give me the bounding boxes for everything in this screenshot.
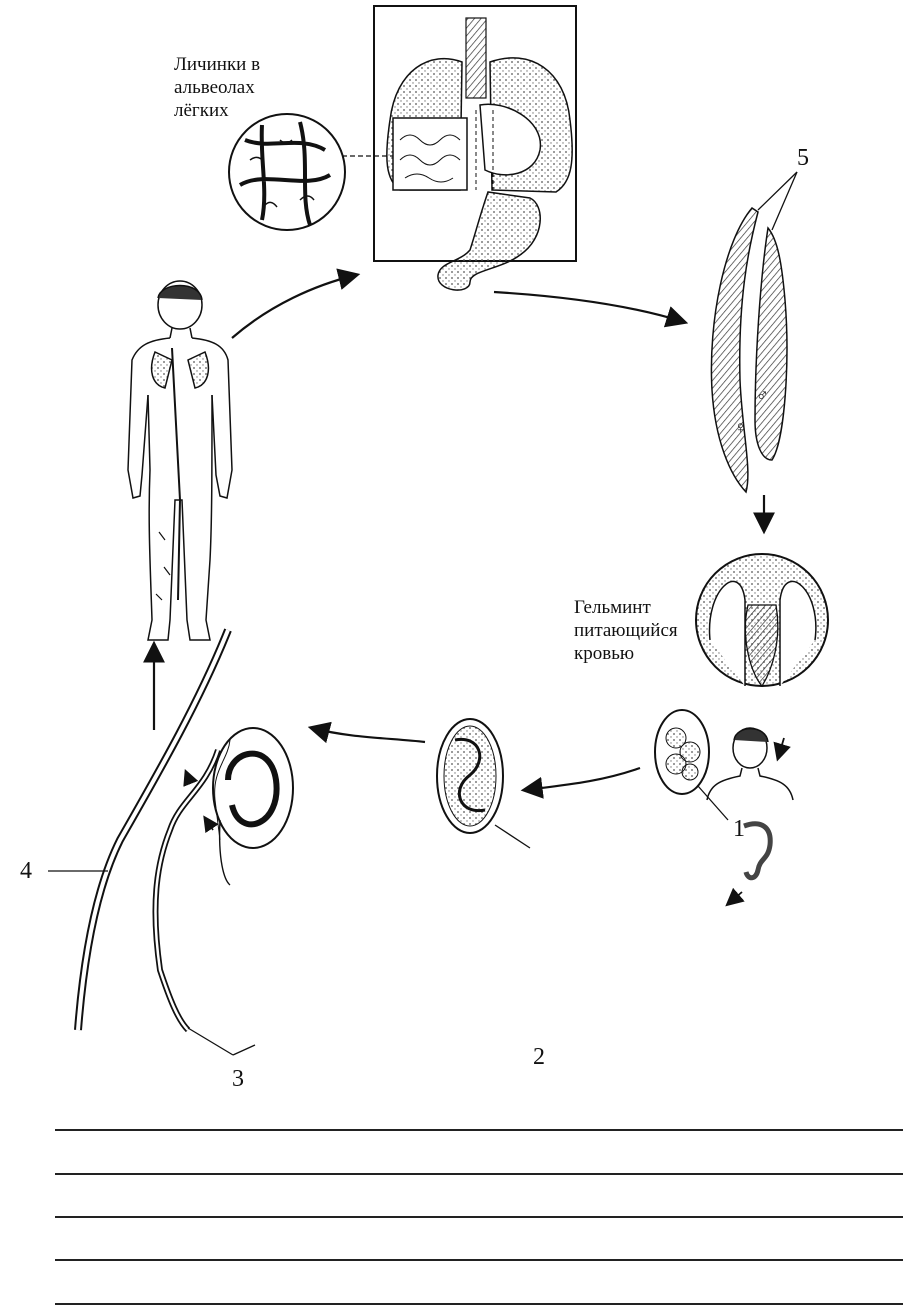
male-symbol: ♂: [756, 384, 769, 407]
larvae-stage-3-4: [48, 630, 255, 1055]
stage-number-4: 4: [20, 858, 32, 884]
alveoli-magnified-circle: [229, 114, 345, 230]
egg-stage-1: [655, 710, 728, 820]
answer-line-1[interactable]: [55, 1129, 903, 1131]
stage-number-3: 3: [232, 1066, 244, 1092]
adult-worms-illustration: [711, 172, 797, 492]
bloodsucking-helminth-label: Гельминт питающийся кровью: [574, 596, 678, 665]
female-symbol: ♀: [734, 416, 747, 439]
answer-line-4[interactable]: [55, 1259, 903, 1261]
larvae-in-alveoli-label: Личинки в альвеолах лёгких: [174, 53, 260, 122]
larvae-label-line-3: лёгких: [174, 99, 260, 122]
answer-line-2[interactable]: [55, 1173, 903, 1175]
egg-stage-3: [213, 728, 293, 885]
stage-number-2: 2: [533, 1044, 545, 1070]
helminth-label-line-1: Гельминт: [574, 596, 678, 619]
egg-stage-2: [437, 719, 530, 848]
stage-number-1: 1: [733, 816, 745, 842]
answer-line-3[interactable]: [55, 1216, 903, 1218]
answer-line-5[interactable]: [55, 1303, 903, 1305]
helminth-label-line-3: кровью: [574, 642, 678, 665]
larvae-label-line-1: Личинки в: [174, 53, 260, 76]
intestine-magnified-circle: [696, 554, 828, 686]
lungs-illustration: [374, 6, 576, 290]
helminth-label-line-2: питающийся: [574, 619, 678, 642]
stage-number-5: 5: [797, 145, 809, 171]
larvae-label-line-2: альвеолах: [174, 76, 260, 99]
human-figure-illustration: [128, 281, 232, 640]
